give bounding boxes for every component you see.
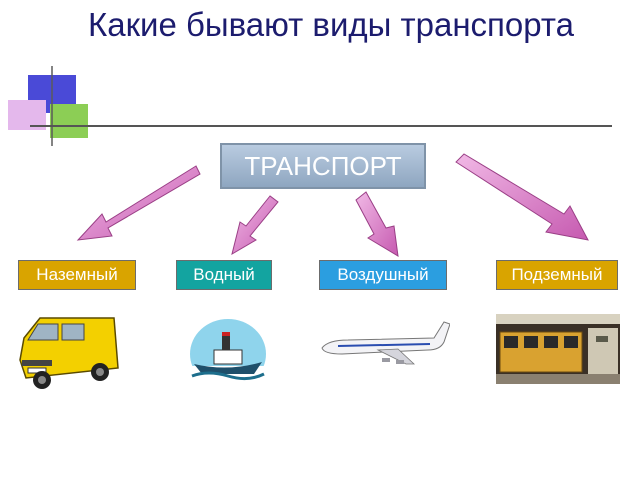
arrow-to-ground [76,165,201,241]
arrow-to-underground [455,153,589,241]
diagram-arrows [76,153,589,257]
van-icon [19,317,119,389]
category-water: Водный [176,260,272,290]
arrow-to-water [231,195,279,256]
root-node-transport: ТРАНСПОРТ [220,143,426,189]
category-underground: Подземный [496,260,618,290]
ship-icon [188,319,268,390]
category-air: Воздушный [319,260,447,290]
arrow-to-air [355,191,399,257]
subway-train-icon [496,314,620,384]
airplane-icon [321,321,450,365]
category-ground: Наземный [18,260,136,290]
title-decoration [8,66,612,146]
slide-title: Какие бывают виды транспорта [88,6,575,43]
